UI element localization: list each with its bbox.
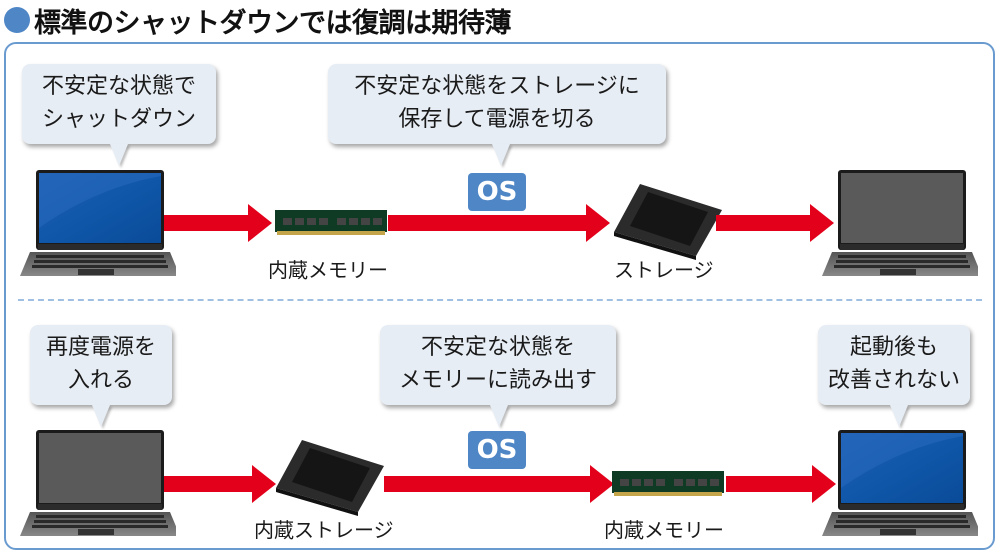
arrow-right [726,465,836,503]
bubble-tail [492,144,510,166]
page-title: 標準のシャットダウンでは復調は期待薄 [4,4,512,39]
arrow-right [384,465,616,503]
laptop-on-icon [822,430,978,536]
memory-module-icon [612,471,724,496]
bubble-save-to-storage: 不安定な状態をストレージに 保存して電源を切る [328,64,666,166]
storage-label: ストレージ [614,258,714,282]
bubble-line: 不安定な状態を [420,335,575,360]
bubble-line: メモリーに読み出す [398,368,597,393]
arrow-right [716,204,834,242]
bubble-line: 不安定な状態で [41,74,196,99]
arrow-right [164,204,272,242]
bubble-not-improved: 起動後も 改善されない [818,325,970,427]
bubble-power-on: 再度電源を 入れる [30,325,172,427]
bubble-tail [490,405,508,427]
bullet-dot-icon [4,7,30,33]
os-badge: OS [468,173,526,211]
bubble-tail [890,405,908,427]
bubble-unstable-shutdown: 不安定な状態で シャットダウン [22,64,216,166]
bubble-read-to-memory: 不安定な状態を メモリーに読み出す [380,325,616,427]
laptop-off-icon [822,170,978,276]
laptop-on-icon [20,170,176,276]
laptop-off-icon [20,430,176,536]
os-badge: OS [468,431,526,469]
title-text: 標準のシャットダウンでは復調は期待薄 [34,7,512,39]
bubble-line: 再度電源を [45,335,156,360]
bubble-line: 起動後も [849,335,938,360]
internal-storage-label: 内蔵ストレージ [254,518,394,542]
bubble-line: 不安定な状態をストレージに [354,74,640,99]
bubble-tail [92,405,110,427]
arrow-right [164,465,276,503]
section-divider [18,299,982,301]
storage-drive-icon [276,440,384,516]
bubble-tail [110,144,128,166]
storage-drive-icon [614,184,722,260]
bubble-line: 入れる [67,368,134,393]
memory-label: 内蔵メモリー [604,518,724,542]
bubble-line: 改善されない [827,368,960,393]
memory-label: 内蔵メモリー [268,258,388,282]
bubble-line: 保存して電源を切る [398,107,596,132]
arrow-right [388,204,613,242]
memory-module-icon [275,210,387,235]
bubble-line: シャットダウン [41,107,196,132]
